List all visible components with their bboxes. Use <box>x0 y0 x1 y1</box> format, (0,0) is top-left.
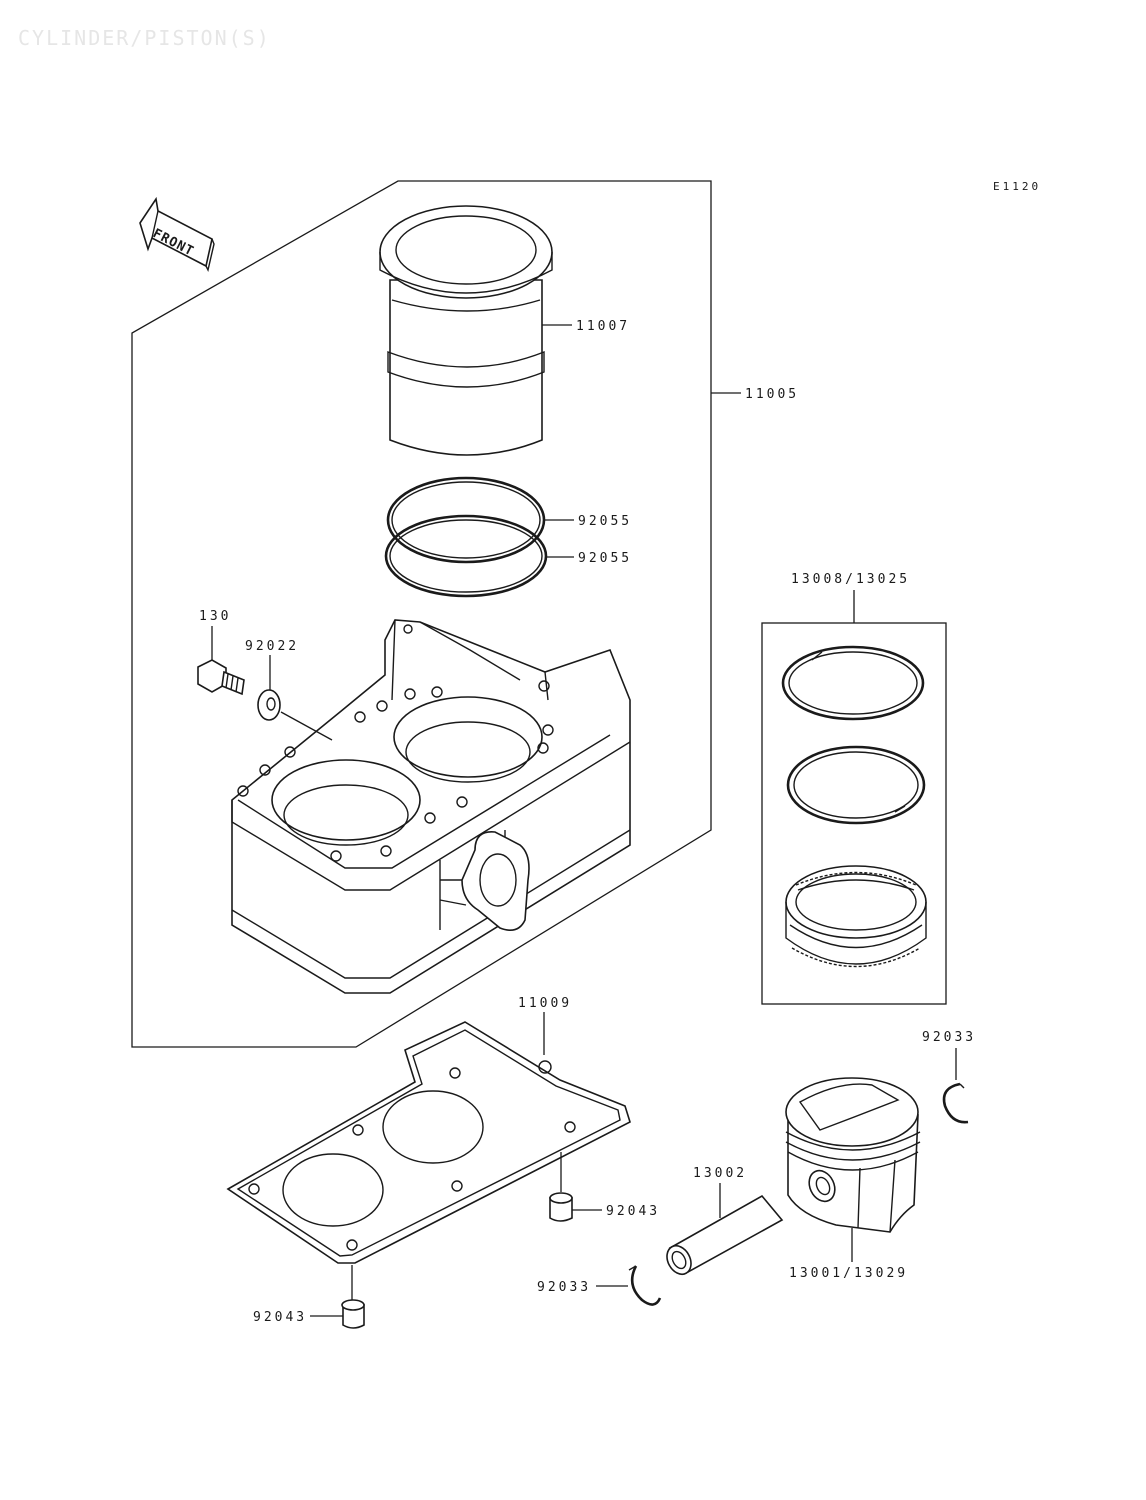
bolt-icon <box>197 659 245 696</box>
leader-lines <box>211 324 957 1317</box>
cylinder-sleeve <box>379 205 553 456</box>
diagram-code: E1120 <box>993 180 1041 193</box>
piston <box>785 1077 921 1233</box>
piston-pin <box>666 1194 784 1276</box>
dowel-pin-upper-icon <box>549 1192 573 1222</box>
circlip-left-icon <box>628 1265 662 1306</box>
front-arrow-icon: FRONT <box>139 196 215 273</box>
label-11009: 11009 <box>518 996 572 1011</box>
label-13002: 13002 <box>693 1166 747 1181</box>
label-13001-13029: 13001/13029 <box>789 1266 908 1281</box>
label-92022: 92022 <box>245 639 299 654</box>
circlip-right-icon <box>942 1082 969 1124</box>
label-92055-upper: 92055 <box>578 514 632 529</box>
cylinder-assembly-bracket <box>131 180 712 1048</box>
diagram-title: CYLINDER/PISTON(S) <box>18 26 271 50</box>
label-92043-lower: 92043 <box>253 1310 307 1325</box>
label-92033-left: 92033 <box>537 1280 591 1295</box>
piston-ring-second <box>786 745 926 825</box>
washer-icon <box>257 689 281 721</box>
cylinder-block <box>231 619 631 994</box>
label-11007: 11007 <box>576 319 630 334</box>
oil-ring <box>785 865 927 968</box>
label-92055-lower: 92055 <box>578 551 632 566</box>
piston-ring-top <box>781 645 925 721</box>
label-92043-upper: 92043 <box>606 1204 660 1219</box>
label-13008-13025: 13008/13025 <box>791 572 910 587</box>
dowel-pin-lower-icon <box>341 1299 365 1329</box>
o-ring-lower <box>384 514 548 598</box>
label-130: 130 <box>199 609 231 624</box>
label-11005: 11005 <box>745 387 799 402</box>
base-gasket <box>226 1021 631 1264</box>
label-92033-right: 92033 <box>922 1030 976 1045</box>
